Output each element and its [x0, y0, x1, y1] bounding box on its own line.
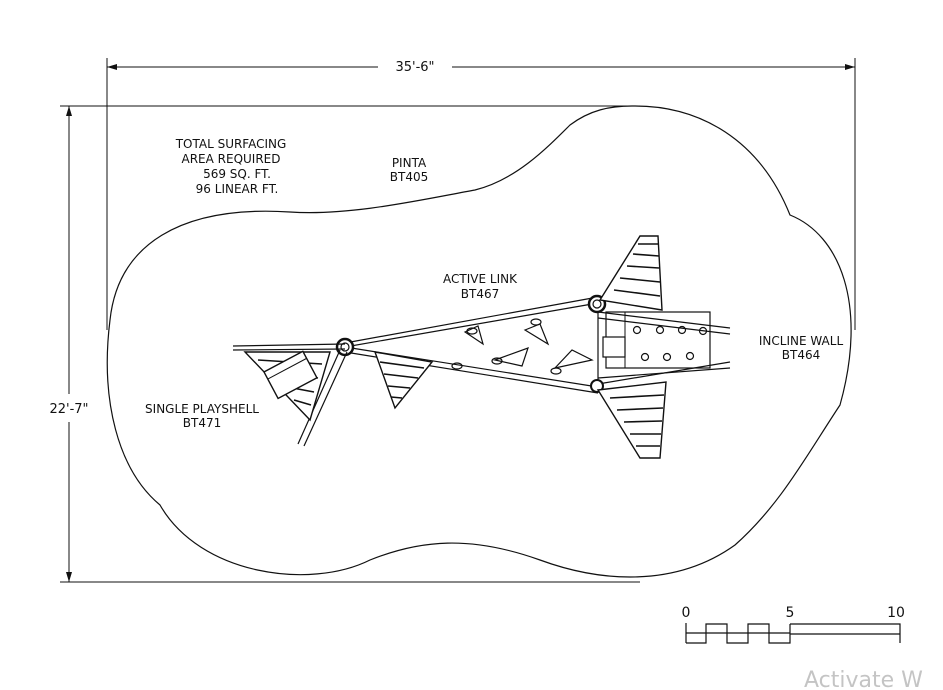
scale-bar: 0 5 10: [682, 605, 905, 644]
component-code: BT471: [183, 416, 221, 430]
component-label-pinta: PINTA BT405: [390, 156, 428, 184]
height-dimension-label: 22'-7": [49, 402, 88, 417]
surfacing-note-line4: 96 LINEAR FT.: [196, 182, 279, 196]
component-code: BT405: [390, 170, 428, 184]
component-code: BT467: [461, 287, 499, 301]
component-name: SINGLE PLAYSHELL: [145, 402, 259, 416]
component-label-incline-wall: INCLINE WALL BT464: [759, 334, 844, 362]
component-name: INCLINE WALL: [759, 334, 844, 348]
width-dimension: 35'-6": [106, 58, 856, 330]
surfacing-note-line3: 569 SQ. FT.: [203, 167, 271, 181]
component-code: BT464: [782, 348, 820, 362]
scale-tick-label: 10: [887, 605, 905, 621]
scale-tick-label: 0: [682, 605, 691, 621]
activation-watermark: Activate W: [804, 668, 923, 690]
scale-tick-label: 5: [786, 605, 795, 621]
height-dimension: 22'-7": [49, 105, 640, 583]
component-label-active-link: ACTIVE LINK BT467: [443, 272, 518, 301]
surfacing-note-line1: TOTAL SURFACING: [175, 137, 287, 151]
equipment-plan: [232, 235, 731, 459]
surfacing-boundary: [106, 105, 852, 578]
component-name: PINTA: [392, 156, 427, 170]
surfacing-note-line2: AREA REQUIRED: [182, 152, 281, 166]
component-name: ACTIVE LINK: [443, 272, 518, 286]
surfacing-note: TOTAL SURFACING AREA REQUIRED 569 SQ. FT…: [175, 137, 287, 196]
component-label-single-playshell: SINGLE PLAYSHELL BT471: [145, 402, 259, 430]
width-dimension-label: 35'-6": [395, 60, 434, 75]
